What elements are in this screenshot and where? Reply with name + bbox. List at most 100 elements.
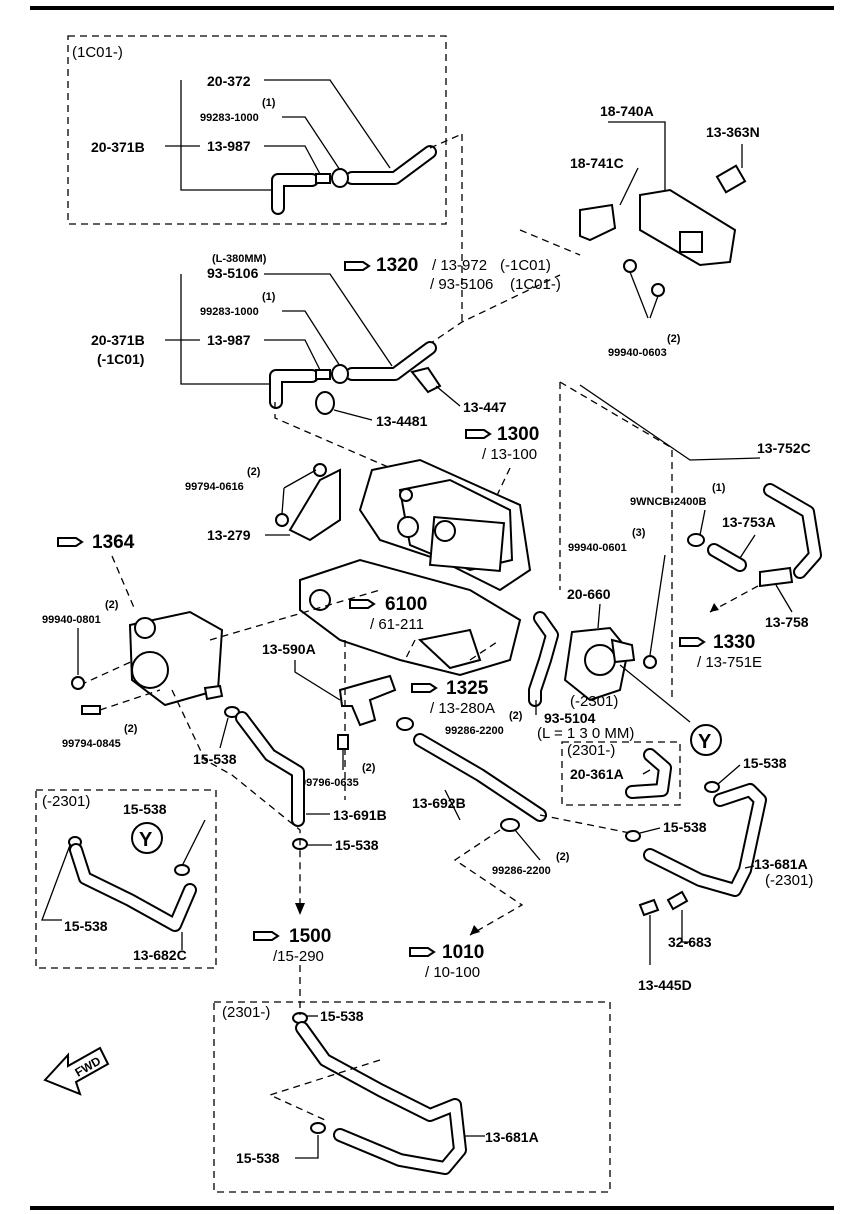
- label-15-538-g: 15-538: [320, 1008, 364, 1024]
- label-9wncb-2400b: 9WNCB-2400B: [630, 496, 706, 508]
- fwd-arrow-icon: FWD: [43, 1046, 110, 1096]
- connector-dash-3: [519, 229, 581, 256]
- hand-pointer-icon: [344, 261, 371, 271]
- label-13-681a-a-note: (-2301): [765, 872, 813, 889]
- label-13-682c: 13-682C: [133, 947, 187, 963]
- qty-1-wn: (1): [712, 482, 726, 494]
- hand-pointer-icon-1364: [57, 537, 84, 547]
- tag-2301-d: (2301-): [222, 1004, 270, 1021]
- ref-6100-sub: / 61-211: [370, 616, 424, 633]
- qty-2-801: (2): [105, 599, 119, 611]
- hand-pointer-icon-1300: [465, 429, 492, 439]
- tag-2301-a: (-2301): [570, 693, 618, 710]
- label-13-681a-a: 13-681A: [754, 856, 808, 872]
- label-99286-2200-a: 99286-2200: [445, 725, 504, 737]
- ref-6100: 6100 / 61-211: [349, 594, 427, 661]
- thermostat-housing: (2) 99940-0801 (2) 99794-0845: [42, 589, 381, 750]
- tag-2301-b: (2301-): [567, 742, 615, 759]
- box-2301-a: (2301-) 20-361A: [561, 741, 681, 806]
- hand-pointer-icon-1500: [253, 931, 280, 941]
- label-99940-0801: 99940-0801: [42, 614, 101, 626]
- qty-2-616: (2): [247, 466, 261, 478]
- ref-1364-num: 1364: [92, 532, 135, 553]
- callout-y-right: Y: [619, 664, 722, 756]
- label-20-361a: 20-361A: [570, 766, 624, 782]
- bracket-13-279: (2) 99794-0616 13-279: [185, 463, 341, 543]
- label-93-5106: 93-5106: [207, 265, 259, 281]
- ref-1300-num: 1300: [497, 424, 539, 445]
- ref-1364: 1364: [57, 532, 136, 611]
- clips-32-683: 32-683 13-445D: [638, 890, 712, 993]
- label-13-445d: 13-445D: [638, 977, 692, 993]
- label-18-741c: 18-741C: [570, 155, 624, 171]
- label-99940-0603: 99940-0603: [608, 347, 667, 359]
- length-130: (L = 1 3 0 MM): [537, 725, 634, 742]
- label-13-987-a: 13-987: [207, 138, 251, 154]
- label-99286-2200-b: 99286-2200: [492, 865, 551, 877]
- label-15-538-f: 15-538: [64, 918, 108, 934]
- connector-dash-5: [274, 402, 396, 471]
- label-20-372: 20-372: [207, 73, 251, 89]
- intake-manifold: [299, 458, 532, 677]
- ref-1320: 1320 / 13-972 (-1C01) / 93-5106 (1C01-): [344, 255, 561, 293]
- label-13-4481: 13-4481: [376, 413, 428, 429]
- label-99796-0635: 99796-0635: [300, 777, 359, 789]
- qty-2-2200a: (2): [509, 710, 523, 722]
- ref-1320-sub2: / 93-5106: [430, 276, 493, 293]
- label-13-987-b: 13-987: [207, 332, 251, 348]
- connector-dash-4: [427, 274, 561, 346]
- ref-1325-sub: / 13-280A: [430, 700, 495, 717]
- label-13-691b: 13-691B: [333, 807, 387, 823]
- ref-6100-num: 6100: [385, 594, 427, 615]
- clamps-right: 15-538 15-538: [625, 755, 787, 842]
- qty-1b: (1): [262, 291, 276, 303]
- qty-2-603: (2): [667, 333, 681, 345]
- box-2301-left: (-2301) 15-538 Y 15-538 13-682C: [35, 789, 217, 969]
- ref-1330-num: 1330: [713, 632, 755, 653]
- label-13-363n: 13-363N: [706, 124, 760, 140]
- ref-1010: 1010 / 10-100: [409, 942, 484, 981]
- ref-1330: 1330 / 13-751E: [679, 632, 762, 671]
- hose-93-5104: 93-5104 (L = 1 3 0 MM): [528, 611, 634, 742]
- label-13-681a-b: 13-681A: [485, 1129, 539, 1145]
- label-15-538-a: 15-538: [743, 755, 787, 771]
- ref-1300-sub: / 13-100: [482, 446, 537, 463]
- callout-y-left-label: Y: [139, 829, 153, 851]
- label-13-752c: 13-752C: [757, 440, 811, 456]
- ref-1320-sub2b: (1C01-): [510, 276, 561, 293]
- part-13-590a: 13-590A 99796-0635 (2): [262, 640, 397, 800]
- valve-20-660: 20-660 (-2301): [563, 586, 636, 710]
- ref-1500-sub: /15-290: [273, 948, 324, 965]
- ref-1010-sub: / 10-100: [425, 964, 480, 981]
- qty-2-2200b: (2): [556, 851, 570, 863]
- qty-2-845: (2): [124, 723, 138, 735]
- hand-pointer-icon-1325: [411, 683, 438, 693]
- callout-y-right-label: Y: [698, 731, 712, 753]
- label-99940-0601: 99940-0601: [568, 542, 627, 554]
- hose-13-691b: 15-538 13-691B 15-538: [171, 689, 387, 915]
- ref-1500-num: 1500: [289, 926, 331, 947]
- label-13-590a: 13-590A: [262, 641, 316, 657]
- ref-1325-num: 1325: [446, 678, 489, 699]
- ref-1330-sub: / 13-751E: [697, 654, 762, 671]
- length-380: (L-380MM): [212, 253, 267, 265]
- ref-1320-sub1b: (-1C01): [500, 257, 551, 274]
- label-20-371b-b-note: (-1C01): [97, 351, 144, 367]
- qty-1a: (1): [262, 97, 276, 109]
- qty-3-601: (3): [632, 527, 646, 539]
- box-1c01: (1C01-) 20-372 (1) 99283-1000 20-371B 13…: [67, 35, 447, 225]
- ref-1010-num: 1010: [442, 942, 484, 963]
- label-99283-1000-a: 99283-1000: [200, 112, 259, 124]
- hand-pointer-icon-1010: [409, 947, 436, 957]
- label-20-660: 20-660: [567, 586, 611, 602]
- label-13-758: 13-758: [765, 614, 809, 630]
- label-13-279: 13-279: [207, 527, 251, 543]
- box-2301-bottom: (2301-) 15-538 13-681A 15-538: [213, 1001, 611, 1193]
- label-13-753a: 13-753A: [722, 514, 776, 530]
- tag-2301-c: (-2301): [42, 793, 90, 810]
- group-13-752c: 13-752C (1) 9WNCB-2400B 13-753A (3) 9994…: [568, 384, 822, 669]
- label-99794-0845: 99794-0845: [62, 738, 121, 750]
- qty-2-635: (2): [362, 762, 376, 774]
- label-13-692b: 13-692B: [412, 795, 466, 811]
- label-13-447: 13-447: [463, 399, 507, 415]
